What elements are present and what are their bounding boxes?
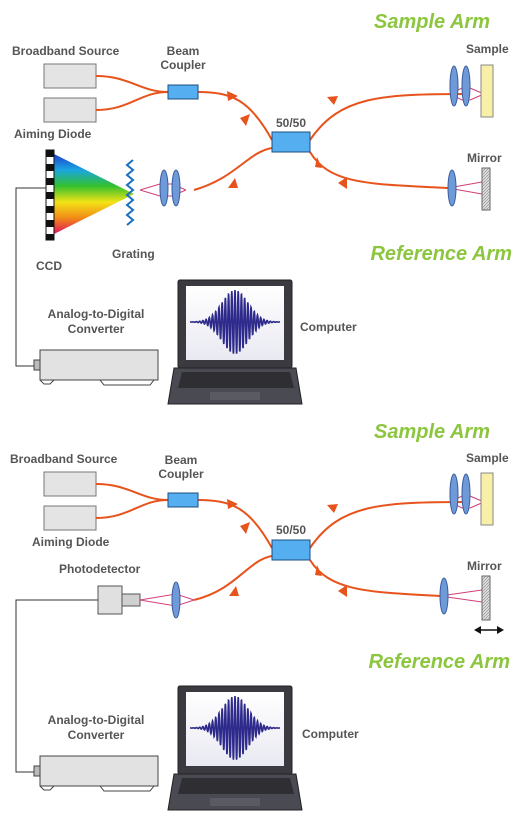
ccd-label: CCD xyxy=(36,259,62,273)
adc-card xyxy=(33,755,159,792)
reference-arm-title: Reference Arm xyxy=(368,651,510,673)
broadband-source-box xyxy=(43,471,97,497)
adc-label-line2: Converter xyxy=(68,322,125,336)
lens xyxy=(439,577,449,615)
lens xyxy=(449,473,459,515)
sample-label: Sample xyxy=(466,42,509,56)
arrow-left-icon xyxy=(474,626,481,634)
computer-label: Computer xyxy=(302,727,359,741)
adc-card xyxy=(33,349,159,386)
splitter-50-50 xyxy=(271,539,311,561)
beam-coupler-label-line1: Beam xyxy=(165,453,198,467)
beam-coupler xyxy=(167,84,199,100)
interferogram-waveform xyxy=(190,289,280,354)
broadband-source-label: Broadband Source xyxy=(12,44,120,58)
diagram-time-domain: Sample Arm Reference Arm Broadband Sourc… xyxy=(10,421,510,811)
lens xyxy=(461,65,471,107)
aiming-diode-label: Aiming Diode xyxy=(32,535,110,549)
laptop-computer xyxy=(167,279,303,405)
lens xyxy=(449,65,459,107)
lens xyxy=(461,473,471,515)
splitter-label: 50/50 xyxy=(276,116,306,130)
lens xyxy=(171,581,181,619)
reference-arm-optics xyxy=(439,575,504,634)
adc-label-line1: Analog-to-Digital xyxy=(48,713,145,727)
broadband-source-label: Broadband Source xyxy=(10,452,118,466)
broadband-source-box xyxy=(43,63,97,89)
reference-arm-title: Reference Arm xyxy=(370,243,512,265)
reference-mirror xyxy=(481,167,491,211)
laptop-keyboard xyxy=(178,372,294,388)
optical-fibers xyxy=(95,483,471,601)
beam-coupler xyxy=(167,492,199,508)
reference-arm-optics xyxy=(447,167,491,211)
aiming-diode-label: Aiming Diode xyxy=(14,127,92,141)
computer-label: Computer xyxy=(300,320,357,334)
photodetector-label: Photodetector xyxy=(59,562,141,576)
detector-cable xyxy=(15,599,98,773)
beam-coupler-label-line1: Beam xyxy=(167,44,200,58)
laptop-touchpad xyxy=(210,392,260,400)
diffraction-grating xyxy=(125,159,135,226)
laptop-keyboard xyxy=(178,778,294,794)
adc-label-line2: Converter xyxy=(68,728,125,742)
sample-arm-title: Sample Arm xyxy=(374,11,490,33)
mirror-label: Mirror xyxy=(467,559,502,573)
mirror-label: Mirror xyxy=(467,151,502,165)
sample-arm-optics xyxy=(449,472,494,526)
aiming-diode-box xyxy=(43,505,97,531)
lens xyxy=(159,169,169,207)
splitter-50-50 xyxy=(271,131,311,153)
lens xyxy=(171,169,181,207)
grating-label: Grating xyxy=(112,247,155,261)
splitter-label: 50/50 xyxy=(276,523,306,537)
arrow-right-icon xyxy=(497,626,504,634)
laptop-touchpad xyxy=(210,798,260,806)
ccd-cable xyxy=(15,187,46,367)
interferogram-waveform xyxy=(190,695,280,760)
sample-slab xyxy=(480,64,494,118)
sample-arm-title: Sample Arm xyxy=(374,421,490,443)
reference-mirror xyxy=(481,575,491,621)
sample-slab xyxy=(480,472,494,526)
aiming-diode-box xyxy=(43,97,97,123)
beam-coupler-label-line2: Coupler xyxy=(160,58,206,72)
spectrometer xyxy=(45,149,187,241)
sample-arm-optics xyxy=(449,64,494,118)
photodetector-nozzle xyxy=(121,593,141,607)
fiber-arrows xyxy=(227,91,347,189)
laptop-computer xyxy=(167,685,303,811)
photodetector-body xyxy=(97,585,123,615)
lens xyxy=(447,169,457,207)
diagram-spectral-domain: Sample Arm Reference Arm Broadband Sourc… xyxy=(12,11,512,405)
spectrum-fan xyxy=(54,154,134,234)
fiber-arrows xyxy=(227,499,347,597)
sample-label: Sample xyxy=(466,451,509,465)
adc-label-line1: Analog-to-Digital xyxy=(48,307,145,321)
beam-coupler-label-line2: Coupler xyxy=(158,467,204,481)
photodetector-assembly xyxy=(97,581,195,619)
